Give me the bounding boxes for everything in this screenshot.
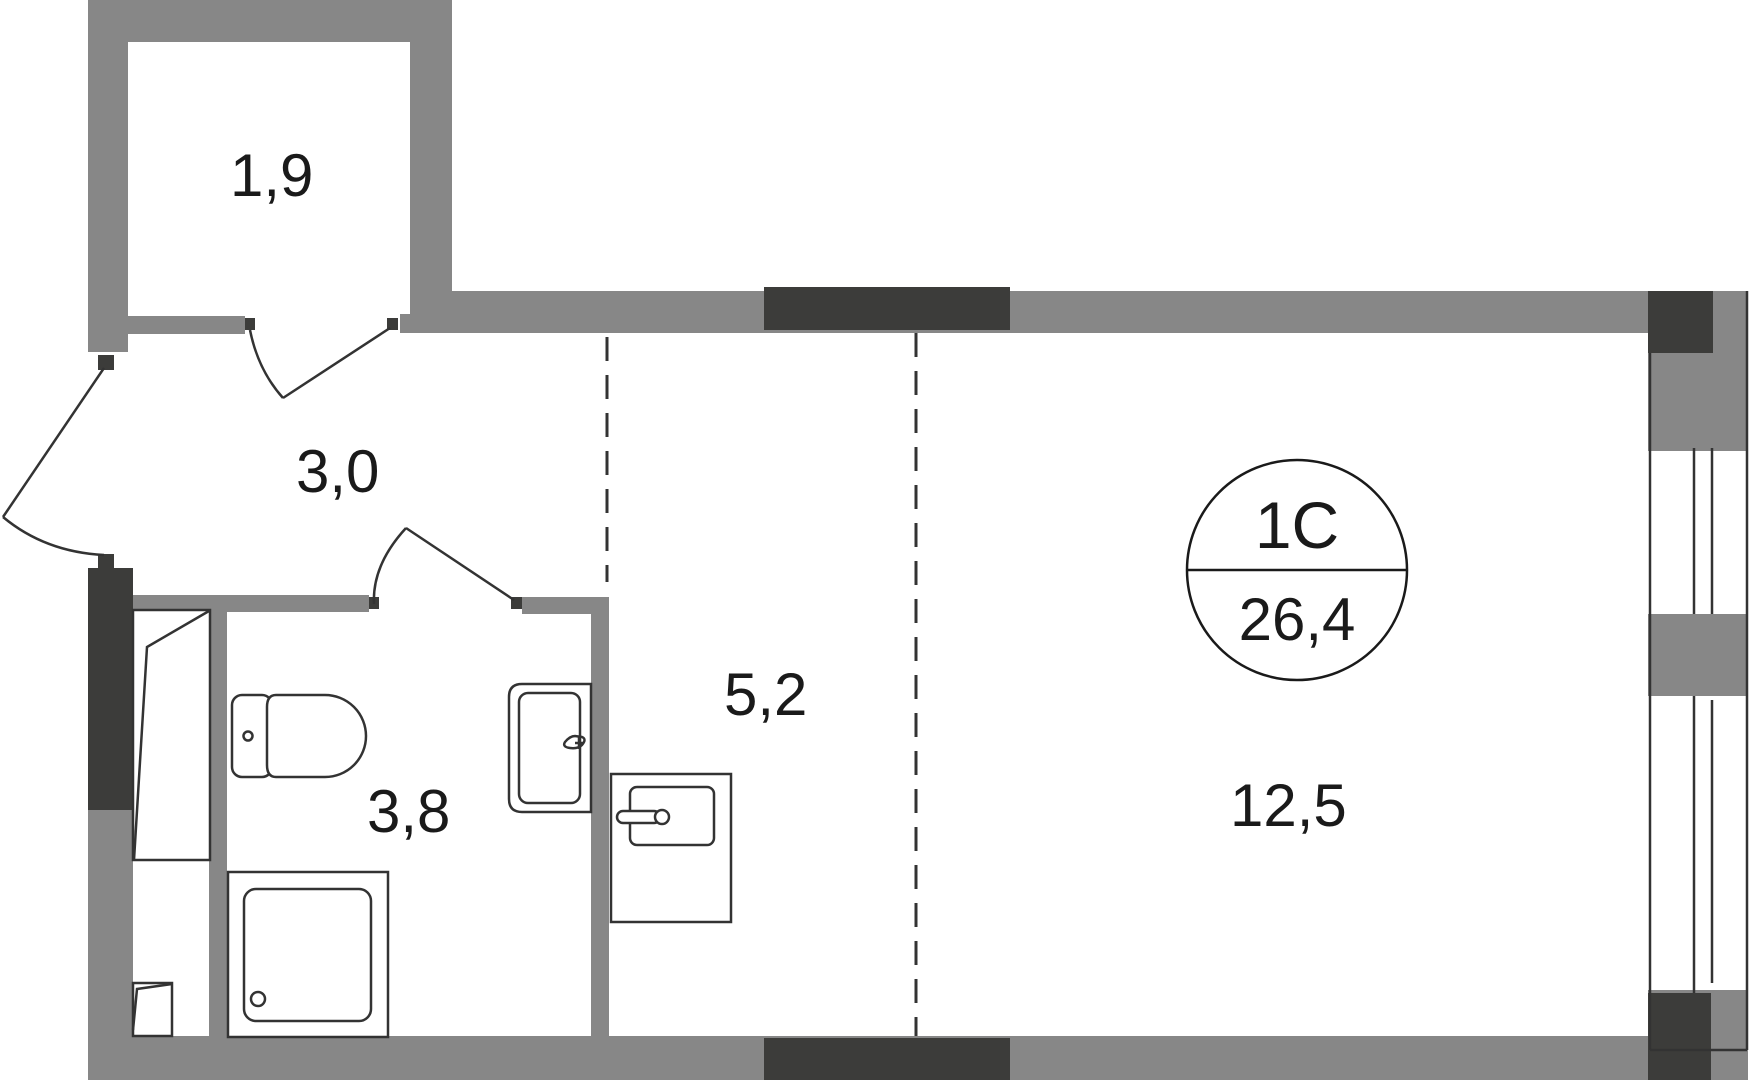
washing-machine-icon: [131, 608, 212, 862]
apartment-type: 1С: [1255, 488, 1339, 562]
storage-area-label: 1,9: [230, 142, 313, 209]
top-window: [764, 287, 1010, 330]
toilet-icon: [230, 693, 368, 779]
hallway-area-label: 3,0: [296, 438, 379, 505]
right-window-lower: [1650, 696, 1747, 1052]
bottom-window: [764, 1038, 1010, 1080]
bathroom-door[interactable]: [372, 526, 515, 605]
storage-walls: [88, 0, 452, 352]
bathroom-sink-icon: [507, 682, 593, 814]
bathroom-walls: [133, 595, 609, 1037]
kitchen-counter-icon: [609, 772, 733, 924]
entrance-door[interactable]: [1, 367, 106, 557]
right-wall: [1648, 291, 1749, 1080]
kitchen-area-label: 5,2: [724, 661, 807, 728]
bottom-wall: [88, 1036, 1648, 1080]
shower-tray-icon: [226, 870, 390, 1039]
top-wall: [410, 287, 1650, 333]
storage-door[interactable]: [248, 326, 391, 400]
small-cabinet-icon: [131, 981, 174, 1038]
left-wall: [88, 355, 133, 1080]
bathroom-area-label: 3,8: [367, 778, 450, 845]
living-room-area-label: 12,5: [1230, 772, 1347, 839]
total-area: 26,4: [1239, 586, 1356, 653]
right-window-upper: [1648, 291, 1749, 1050]
apartment-badge: 1С 26,4: [1185, 458, 1409, 682]
